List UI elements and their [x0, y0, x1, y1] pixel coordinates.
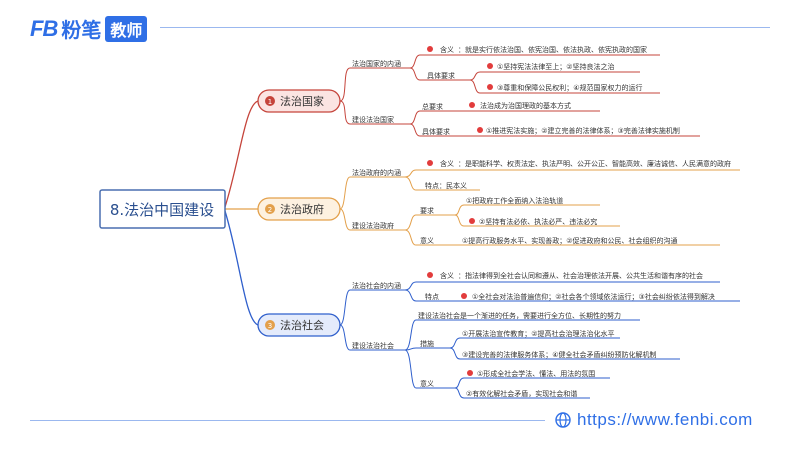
soc-measure-item-1: ①开展法治宣传教育；②提高社会治理法治化水平 — [462, 329, 615, 338]
gov-feature-text: 特点：民本义 — [425, 181, 467, 190]
specific-requirements-label: 具体要求 — [422, 127, 450, 136]
soc-measures-label: 措施 — [420, 339, 434, 348]
soc-significance-item-1: ①形成全社会学法、懂法、用法的氛围 — [477, 369, 595, 378]
logo-mark: FB — [30, 15, 58, 41]
footer-url[interactable]: https://www.fenbi.com — [577, 410, 753, 429]
globe-icon — [555, 412, 571, 428]
branch-2-label: 法治政府 — [280, 202, 324, 216]
soc-feature-text: ①全社会对法治普遍信仰；②社会各个领域依法运行；③社会纠纷依法得到解决 — [472, 292, 715, 301]
branch-2-number: 2 — [268, 206, 272, 214]
branch-1-number: 1 — [268, 98, 272, 106]
logo-tag: 教师 — [105, 15, 148, 42]
gov-significance-text: ①提高行政服务水平、实现善政；②促进政府和公民、社会组织的沟通 — [462, 236, 678, 245]
node-rule-of-law-state-meaning: 法治国家的内涵 — [352, 59, 401, 68]
gov-significance-label: 意义 — [420, 236, 434, 245]
soc-meaning-text: ：指法律得到全社会认同和遵从、社会治理依法开展、公共生活和谐有序的社会 — [458, 271, 703, 280]
branch-3-number: 3 — [268, 322, 272, 330]
central-node — [99, 189, 226, 229]
branch-1-label: 法治国家 — [280, 94, 324, 108]
node-rule-of-law-government-meaning: 法治政府的内涵 — [352, 168, 401, 177]
top-divider — [160, 27, 770, 28]
connector-branch-1 — [224, 100, 259, 208]
close-icon — [487, 63, 493, 69]
close-icon — [467, 370, 473, 376]
gov-requirements-label: 要求 — [420, 206, 434, 215]
bottom-divider — [30, 420, 545, 421]
soc-feature-label: 特点 — [425, 292, 439, 301]
soc-task-text: 建设法治社会是一个渐进的任务，需要进行全方位、长期性的努力 — [418, 311, 621, 320]
meaning-text: ：就是实行依法治国、依宪治国、依法执政、依宪执政的国家 — [458, 45, 647, 54]
close-icon — [469, 102, 475, 108]
node-build-rule-of-law-state: 建设法治国家 — [352, 115, 394, 124]
branch-2-number-badge — [265, 204, 275, 214]
close-icon — [427, 272, 433, 278]
meaning-tag: 含义 — [440, 45, 454, 54]
gov-meaning-text: ：是职能科学、权责法定、执法严明、公开公正、智能高效、廉洁诚信、人民满意的政府 — [458, 159, 731, 168]
gov-req-item-2: ②坚持有法必依、执法必严、违法必究 — [479, 217, 597, 226]
overall-requirement-label: 总要求 — [422, 102, 443, 111]
close-icon — [427, 160, 433, 166]
footer-link[interactable]: https://www.fenbi.com — [555, 410, 753, 430]
node-build-rule-of-law-society: 建设法治社会 — [352, 341, 394, 350]
central-title: 8.法治中国建设 — [110, 201, 214, 219]
req-item-2: ③尊重和保障公民权利；④规范国家权力的运行 — [497, 83, 643, 92]
close-icon — [427, 46, 433, 52]
logo-text: 粉笔 — [61, 18, 102, 42]
close-icon — [461, 293, 467, 299]
close-icon — [469, 218, 475, 224]
specific-requirements-text: ①推进宪法实施；②建立完善的法律体系；③完善法律实施机制 — [486, 126, 680, 135]
soc-measure-item-2: ③建设完善的法律服务体系；④健全社会矛盾纠纷预防化解机制 — [462, 350, 657, 359]
req-item-1: ①坚持宪法法律至上；②坚持良法之治 — [497, 62, 615, 71]
overall-requirement-text: 法治成为治国理政的基本方式 — [480, 101, 571, 110]
branch-1-number-badge — [265, 96, 275, 106]
node-build-rule-of-law-government: 建设法治政府 — [352, 221, 394, 230]
gov-meaning-tag: 含义 — [440, 159, 454, 168]
soc-meaning-tag: 含义 — [440, 271, 454, 280]
close-icon — [487, 84, 493, 90]
gov-req-item-1: ①把政府工作全面纳入法治轨道 — [466, 196, 563, 205]
close-icon — [477, 127, 483, 133]
connector-branch-3 — [224, 210, 259, 326]
soc-significance-item-2: ②有效化解社会矛盾，实现社会和谐 — [466, 389, 577, 398]
branch-3-label: 法治社会 — [280, 318, 324, 332]
soc-significance-label: 意义 — [420, 379, 434, 388]
requirements-label: 具体要求 — [427, 71, 455, 80]
node-rule-of-law-society-meaning: 法治社会的内涵 — [352, 281, 401, 290]
branch-3-number-badge — [265, 320, 275, 330]
brand-logo: FB 粉笔 教师 — [30, 14, 148, 43]
